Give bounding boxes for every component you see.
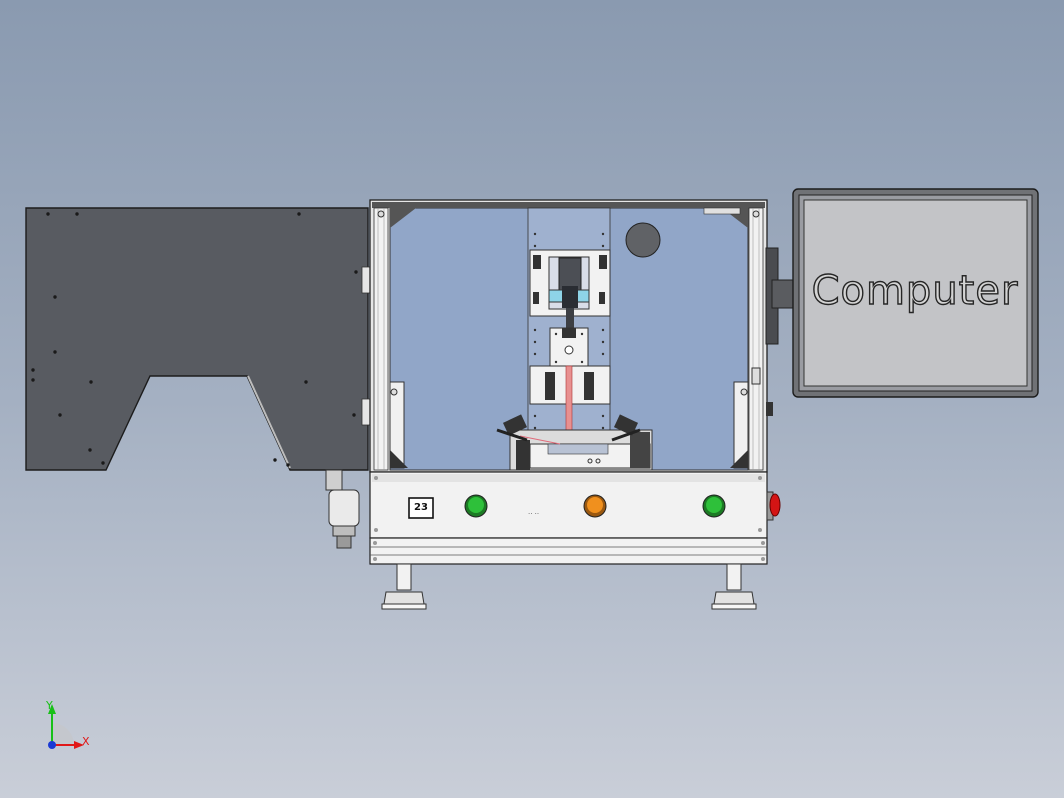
guide-block xyxy=(549,327,589,369)
lower-clamp-block xyxy=(529,365,611,443)
start-button-left[interactable] xyxy=(464,494,488,518)
sensor-right xyxy=(611,414,641,442)
pause-button[interactable] xyxy=(583,494,607,518)
monitor xyxy=(792,188,1039,398)
emergency-stop-button[interactable] xyxy=(766,491,781,521)
leveling-foot-left xyxy=(381,563,427,610)
panel-small-label: .. .. xyxy=(528,508,540,516)
cabinet-base xyxy=(369,537,768,565)
control-panel xyxy=(369,471,768,539)
left-door xyxy=(25,207,369,471)
air-filter-regulator xyxy=(325,469,360,549)
counter-display xyxy=(408,497,434,519)
round-cover-plate xyxy=(625,222,661,258)
sensor-left xyxy=(496,414,528,442)
side-switch xyxy=(766,402,773,416)
coordinate-triad-icon xyxy=(48,704,84,749)
leveling-foot-right xyxy=(711,563,757,610)
base-fixture xyxy=(509,429,653,471)
upper-cylinder-assembly xyxy=(529,249,611,330)
start-button-right[interactable] xyxy=(702,494,726,518)
monitor-mount-arm xyxy=(765,247,797,345)
